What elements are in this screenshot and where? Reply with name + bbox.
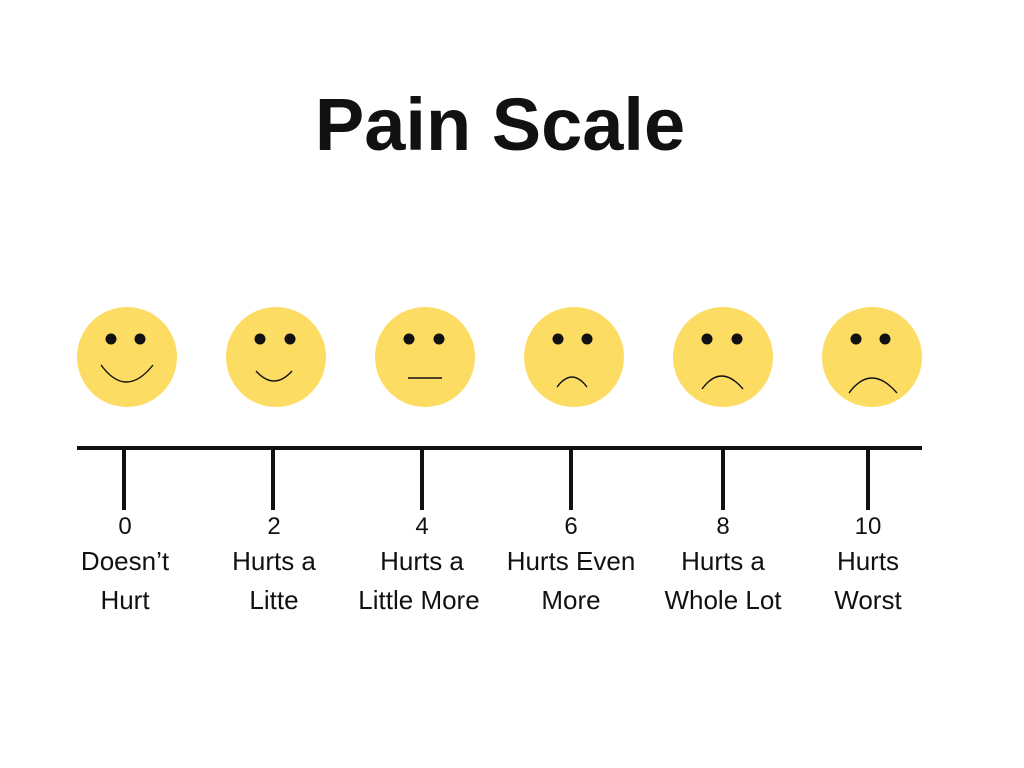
- scale-label-8: 8 Hurts a Whole Lot: [643, 512, 803, 620]
- scale-desc-line1: Hurts Even: [506, 546, 636, 576]
- scale-tick-6: [569, 448, 573, 510]
- scale-value: 8: [716, 513, 730, 540]
- scale-desc-line2: Hurt: [100, 585, 150, 615]
- face-4-icon: [375, 307, 475, 407]
- scale-desc-line1: Doesn’t: [80, 546, 170, 576]
- scale-desc-line2: Worst: [834, 585, 902, 615]
- scale-desc-line2: Litte: [249, 585, 299, 615]
- face-8-icon: [673, 307, 773, 407]
- scale-value: 6: [564, 513, 578, 540]
- face-6-icon: [524, 307, 624, 407]
- scale-label-6: 6 Hurts Even More: [491, 512, 651, 620]
- scale-desc-line1: Hurts a: [380, 546, 464, 576]
- face-2-icon: [226, 307, 326, 407]
- scale-label-0: 0 Doesn’t Hurt: [45, 512, 205, 620]
- scale-value: 0: [118, 513, 132, 540]
- scale-value: 4: [415, 513, 429, 540]
- page-title: Pain Scale: [314, 83, 686, 166]
- scale-desc-line2: Whole Lot: [664, 585, 782, 615]
- scale-desc-line1: Hurts a: [232, 546, 316, 576]
- scale-label-10: 10 Hurts Worst: [788, 512, 948, 620]
- scale-tick-0: [122, 448, 126, 510]
- scale-desc-line1: Hurts a: [681, 546, 765, 576]
- scale-label-4: 4 Hurts a Little More: [339, 512, 499, 620]
- scale-label-2: 2 Hurts a Litte: [194, 512, 354, 620]
- scale-value: 2: [267, 513, 281, 540]
- face-10-icon: [822, 307, 922, 407]
- scale-desc-line2: Little More: [358, 585, 480, 615]
- scale-desc-line1: Hurts: [836, 546, 900, 576]
- scale-desc-line2: More: [541, 585, 601, 615]
- scale-tick-4: [420, 448, 424, 510]
- scale-tick-2: [271, 448, 275, 510]
- scale-axis-line: [77, 446, 922, 450]
- face-0-icon: [77, 307, 177, 407]
- scale-value: 10: [854, 513, 882, 540]
- scale-tick-10: [866, 448, 870, 510]
- scale-tick-8: [721, 448, 725, 510]
